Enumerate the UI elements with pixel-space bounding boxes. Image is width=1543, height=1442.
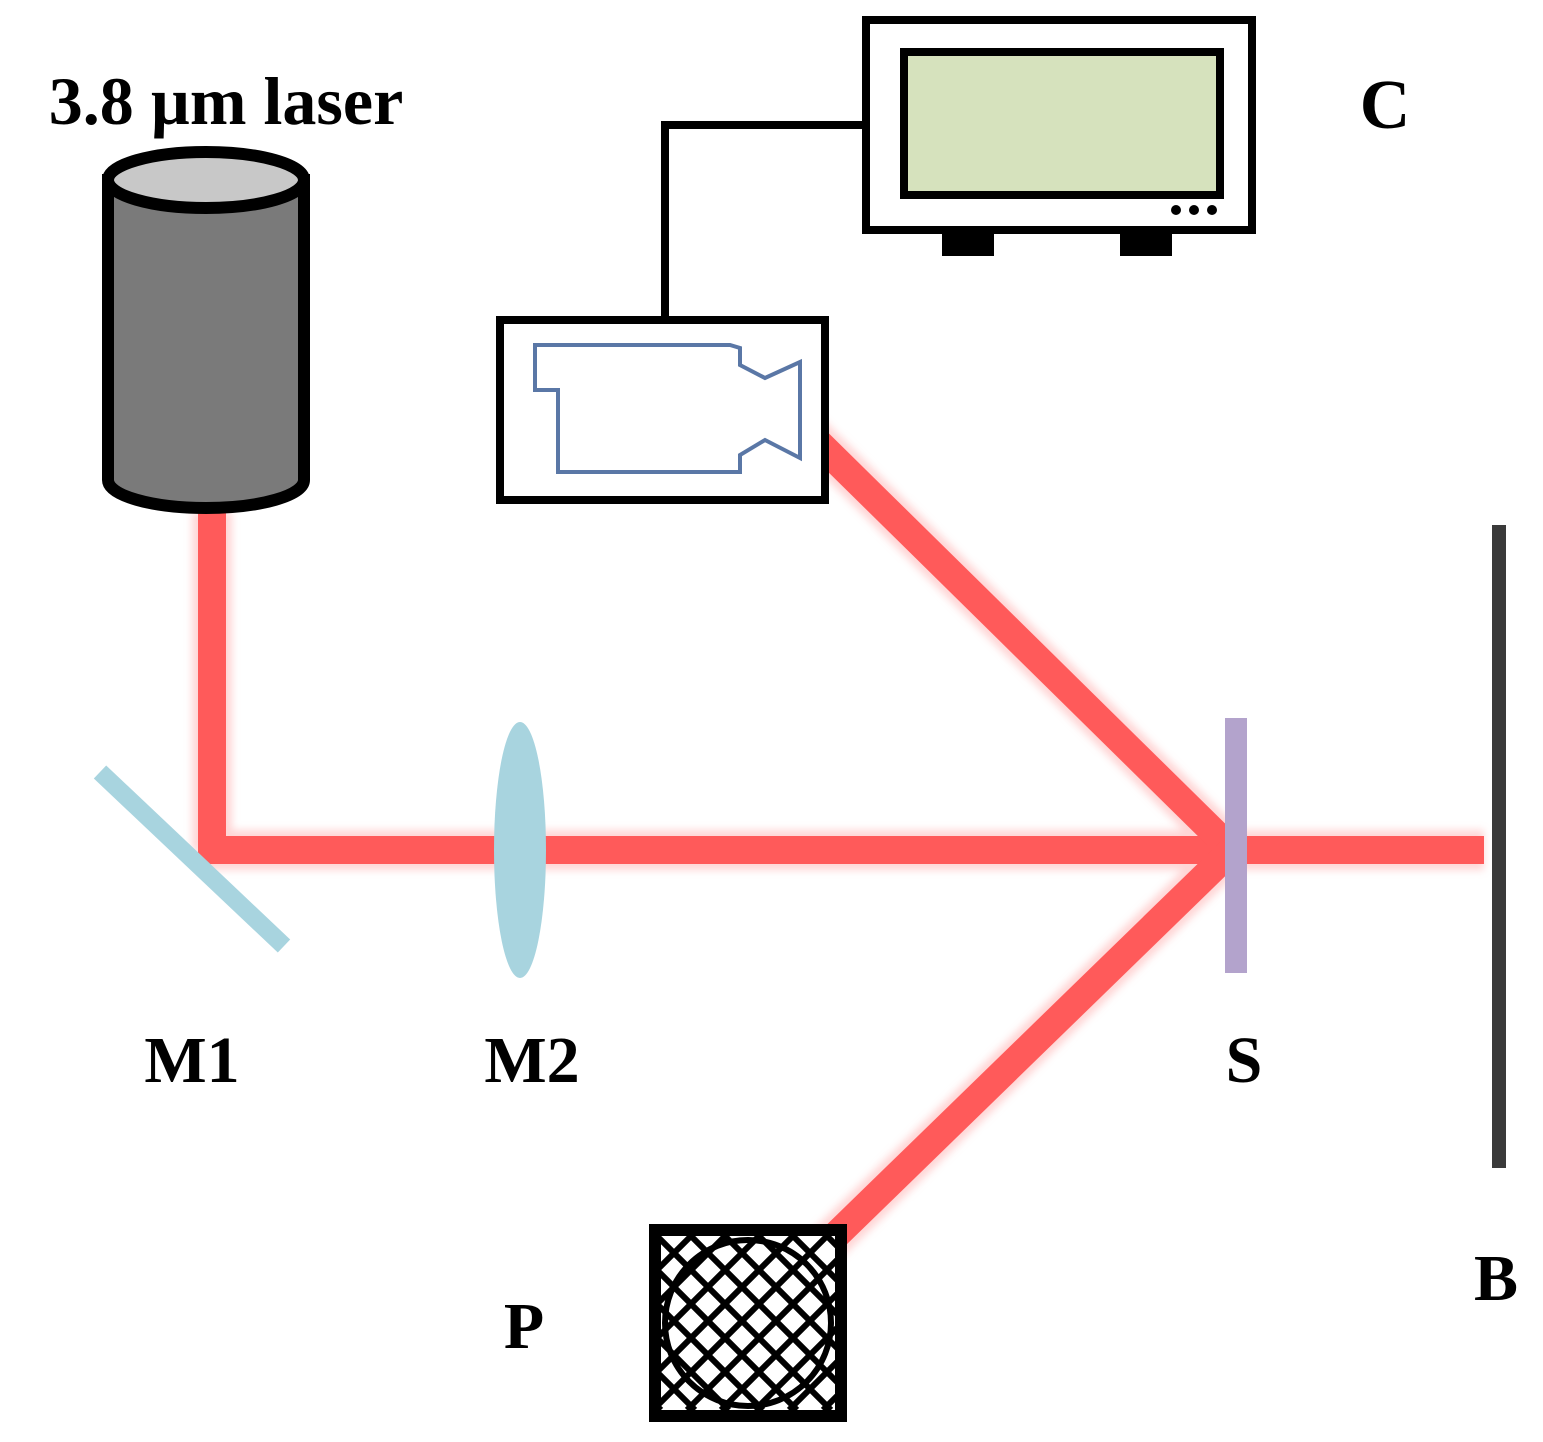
hatch-line: [661, 1236, 762, 1339]
hatch-line: [861, 1236, 1035, 1410]
beam-sample-to-pattern: [780, 839, 1242, 1291]
camera-display-label: C: [1360, 67, 1411, 144]
monitor-icon: [862, 16, 1256, 256]
pattern-label: P: [504, 1290, 544, 1363]
hatch-line: [661, 1236, 694, 1271]
beam-sample-to-camera: [765, 390, 1242, 860]
mirror-m1: [93, 765, 291, 953]
hatch-line: [929, 1236, 1103, 1410]
hatch-line: [661, 1236, 796, 1373]
laser-beam-paths: [192, 385, 1484, 1295]
video-camera-icon: [533, 343, 802, 474]
cylinder-laser-icon: [102, 146, 310, 514]
hatch-line: [895, 1236, 1069, 1410]
monitor-button: [1189, 205, 1199, 215]
hatch-line: [661, 1236, 830, 1407]
camera-housing: [496, 316, 829, 504]
monitor-foot-left: [942, 232, 994, 256]
hatch-line: [756, 1236, 835, 1317]
hatch-ring: [662, 1237, 834, 1409]
mirror-m1-label: M1: [144, 1024, 239, 1097]
monitor-foot-right: [1120, 232, 1172, 256]
hatch-line: [661, 1371, 698, 1410]
hatch-line: [347, 1236, 521, 1410]
hatch-line: [415, 1236, 589, 1410]
monitor-button: [1207, 205, 1217, 215]
hatch-line: [963, 1236, 1137, 1410]
sample-plate: [1225, 718, 1247, 973]
hatch-line: [820, 1393, 835, 1410]
monitor-screen: [900, 48, 1224, 199]
signal-cable: [661, 121, 866, 320]
crosshatch-grid-icon: [313, 1224, 1171, 1422]
hatch-line: [824, 1236, 835, 1249]
hatch-line: [790, 1236, 835, 1283]
hatch-line: [661, 1236, 728, 1305]
sample-label: S: [1226, 1024, 1263, 1097]
hatch-line: [661, 1337, 732, 1410]
hatch-line: [684, 1257, 835, 1410]
laser-label: 3.8 µm laser: [49, 63, 404, 139]
hatch-line: [997, 1236, 1171, 1410]
lens-m2-label: M2: [484, 1024, 579, 1097]
monitor-button: [1171, 205, 1181, 215]
hatch-line: [313, 1236, 487, 1410]
beam-block-label: B: [1474, 1242, 1518, 1315]
hatch-line: [718, 1291, 835, 1410]
beam-block: [1492, 525, 1506, 1168]
lens-m2: [494, 722, 546, 978]
hatch-line: [786, 1359, 835, 1410]
hatch-line: [752, 1325, 835, 1410]
